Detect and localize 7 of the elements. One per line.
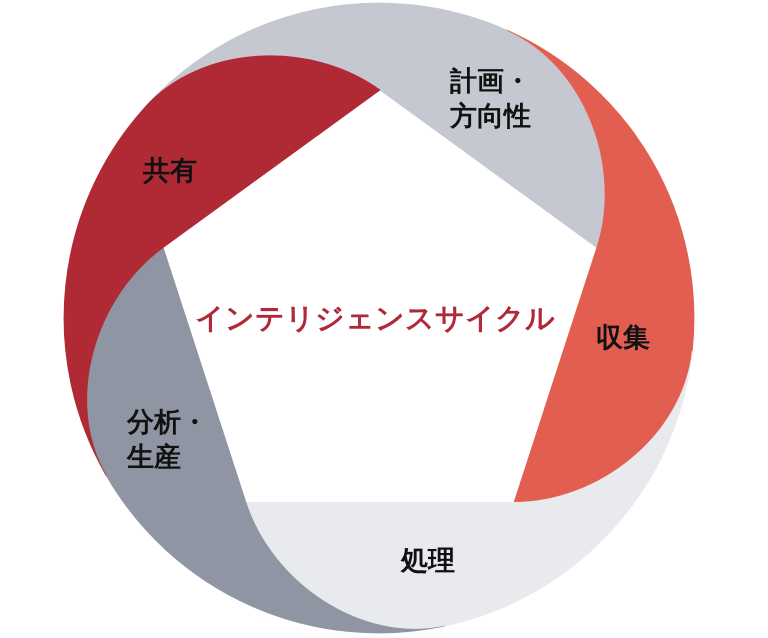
stage-label: 処理	[401, 544, 455, 578]
diagram-title: インテリジェンスサイクル	[195, 301, 555, 335]
stage-label: 計画・方向性	[450, 65, 532, 134]
stage-label: 収集	[596, 322, 650, 356]
stage-label: 共有	[143, 154, 197, 188]
stage-label: 分析・生産	[127, 406, 209, 475]
cycle-segment	[245, 350, 693, 630]
